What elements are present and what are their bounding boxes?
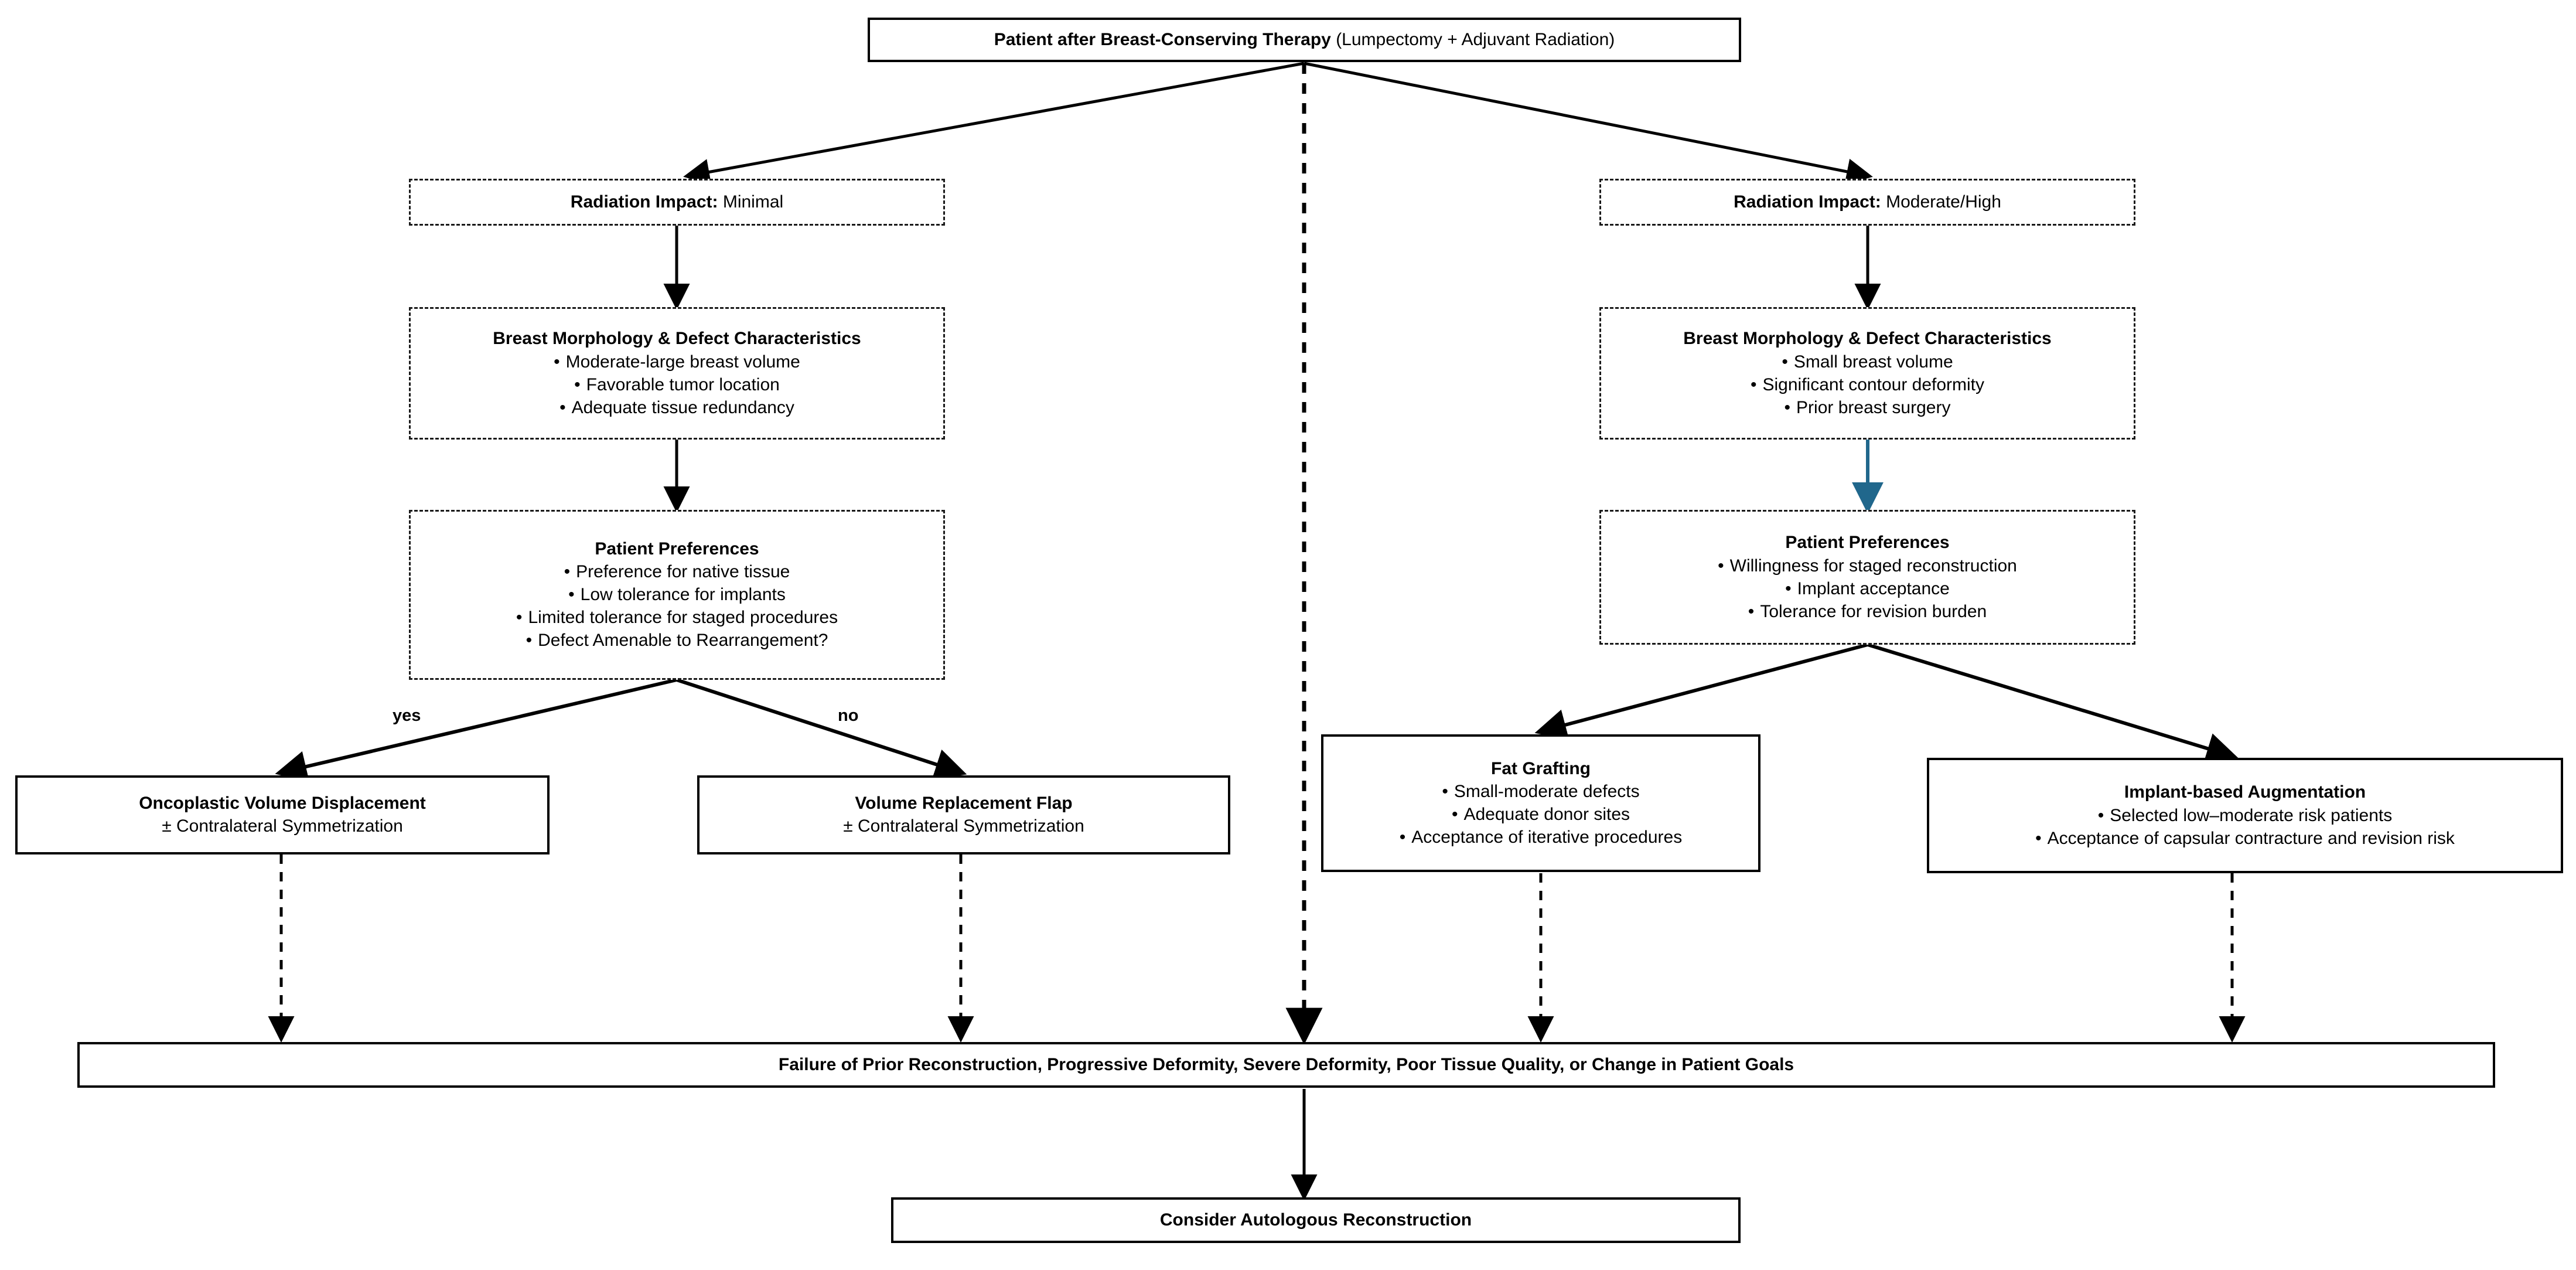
volume-replacement-subtitle: ± Contralateral Symmetrization <box>843 816 1084 836</box>
list-item: Tolerance for revision burden <box>1718 600 2017 623</box>
node-oncoplastic-volume-displacement[interactable]: Oncoplastic Volume Displacement ± Contra… <box>15 775 550 854</box>
right-preferences-heading: Patient Preferences <box>1785 533 1950 553</box>
node-implant-based-augmentation[interactable]: Implant-based Augmentation Selected low–… <box>1927 758 2563 873</box>
node-failure-bar[interactable]: Failure of Prior Reconstruction, Progres… <box>77 1042 2495 1088</box>
final-node-text: Consider Autologous Reconstruction <box>1159 1210 1472 1230</box>
list-item: Low tolerance for implants <box>516 583 838 606</box>
list-item: Selected low–moderate risk patients <box>2035 804 2455 827</box>
root-title: Patient after Breast-Conserving Therapy … <box>994 29 1615 49</box>
node-right-radiation-impact[interactable]: Radiation Impact: Moderate/High <box>1599 179 2135 226</box>
node-right-morphology[interactable]: Breast Morphology & Defect Characteristi… <box>1599 307 2135 440</box>
implant-bullets: Selected low–moderate risk patients Acce… <box>2035 804 2455 850</box>
list-item: Willingness for staged reconstruction <box>1718 554 2017 577</box>
edge-left-preferences-to-volume-replacement <box>676 678 967 780</box>
list-item: Prior breast surgery <box>1751 396 1984 419</box>
list-item: Small breast volume <box>1751 350 1984 373</box>
edge-label-no: no <box>838 706 859 725</box>
oncoplastic-heading: Oncoplastic Volume Displacement <box>139 794 426 813</box>
left-radiation-title: Radiation Impact: Minimal <box>570 192 784 212</box>
list-item: Implant acceptance <box>1718 577 2017 600</box>
left-morphology-bullets: Moderate-large breast volume Favorable t… <box>554 350 800 419</box>
right-radiation-title: Radiation Impact: Moderate/High <box>1734 192 2001 212</box>
right-morphology-bullets: Small breast volume Significant contour … <box>1751 350 1985 419</box>
left-preferences-heading: Patient Preferences <box>595 539 759 559</box>
oncoplastic-subtitle: ± Contralateral Symmetrization <box>162 816 403 836</box>
list-item: Moderate-large breast volume <box>554 350 800 373</box>
node-volume-replacement-flap[interactable]: Volume Replacement Flap ± Contralateral … <box>697 775 1230 854</box>
right-morphology-heading: Breast Morphology & Defect Characteristi… <box>1683 329 2052 349</box>
list-item: Adequate tissue redundancy <box>554 396 800 419</box>
list-item: Acceptance of capsular contracture and r… <box>2035 827 2455 850</box>
edge-right-preferences-to-implant <box>1867 643 2239 764</box>
node-left-preferences[interactable]: Patient Preferences Preference for nativ… <box>409 510 945 680</box>
edge-root-to-left-radiation <box>683 62 1305 185</box>
implant-heading: Implant-based Augmentation <box>2124 782 2366 802</box>
node-left-radiation-impact[interactable]: Radiation Impact: Minimal <box>409 179 945 226</box>
node-right-preferences[interactable]: Patient Preferences Willingness for stag… <box>1599 510 2135 645</box>
left-preferences-bullets: Preference for native tissue Low toleran… <box>516 560 838 652</box>
edge-label-yes: yes <box>393 706 421 725</box>
fat-grafting-bullets: Small-moderate defects Adequate donor si… <box>1400 780 1682 849</box>
edge-left-preferences-to-oncoplastic <box>275 678 677 782</box>
right-preferences-bullets: Willingness for staged reconstruction Im… <box>1718 554 2017 623</box>
volume-replacement-heading: Volume Replacement Flap <box>855 794 1073 813</box>
node-consider-autologous-reconstruction[interactable]: Consider Autologous Reconstruction <box>891 1197 1741 1243</box>
edge-root-to-right-radiation <box>1304 62 1873 185</box>
list-item: Significant contour deformity <box>1751 373 1985 396</box>
list-item: Limited tolerance for staged procedures <box>516 606 838 629</box>
list-item: Acceptance of iterative procedures <box>1400 826 1682 849</box>
fat-grafting-heading: Fat Grafting <box>1491 758 1591 778</box>
failure-bar-text: Failure of Prior Reconstruction, Progres… <box>778 1055 1794 1074</box>
list-item: Favorable tumor location <box>554 373 800 396</box>
node-left-morphology[interactable]: Breast Morphology & Defect Characteristi… <box>409 307 945 440</box>
list-item: Preference for native tissue <box>516 560 838 583</box>
node-fat-grafting[interactable]: Fat Grafting Small-moderate defects Adeq… <box>1321 734 1760 872</box>
node-root[interactable]: Patient after Breast-Conserving Therapy … <box>868 18 1741 62</box>
list-item: Defect Amenable to Rearrangement? <box>516 629 838 652</box>
left-morphology-heading: Breast Morphology & Defect Characteristi… <box>493 329 861 349</box>
edge-right-preferences-to-fat-grafting <box>1534 643 1868 741</box>
list-item: Small-moderate defects <box>1400 780 1682 803</box>
list-item: Adequate donor sites <box>1400 803 1682 826</box>
